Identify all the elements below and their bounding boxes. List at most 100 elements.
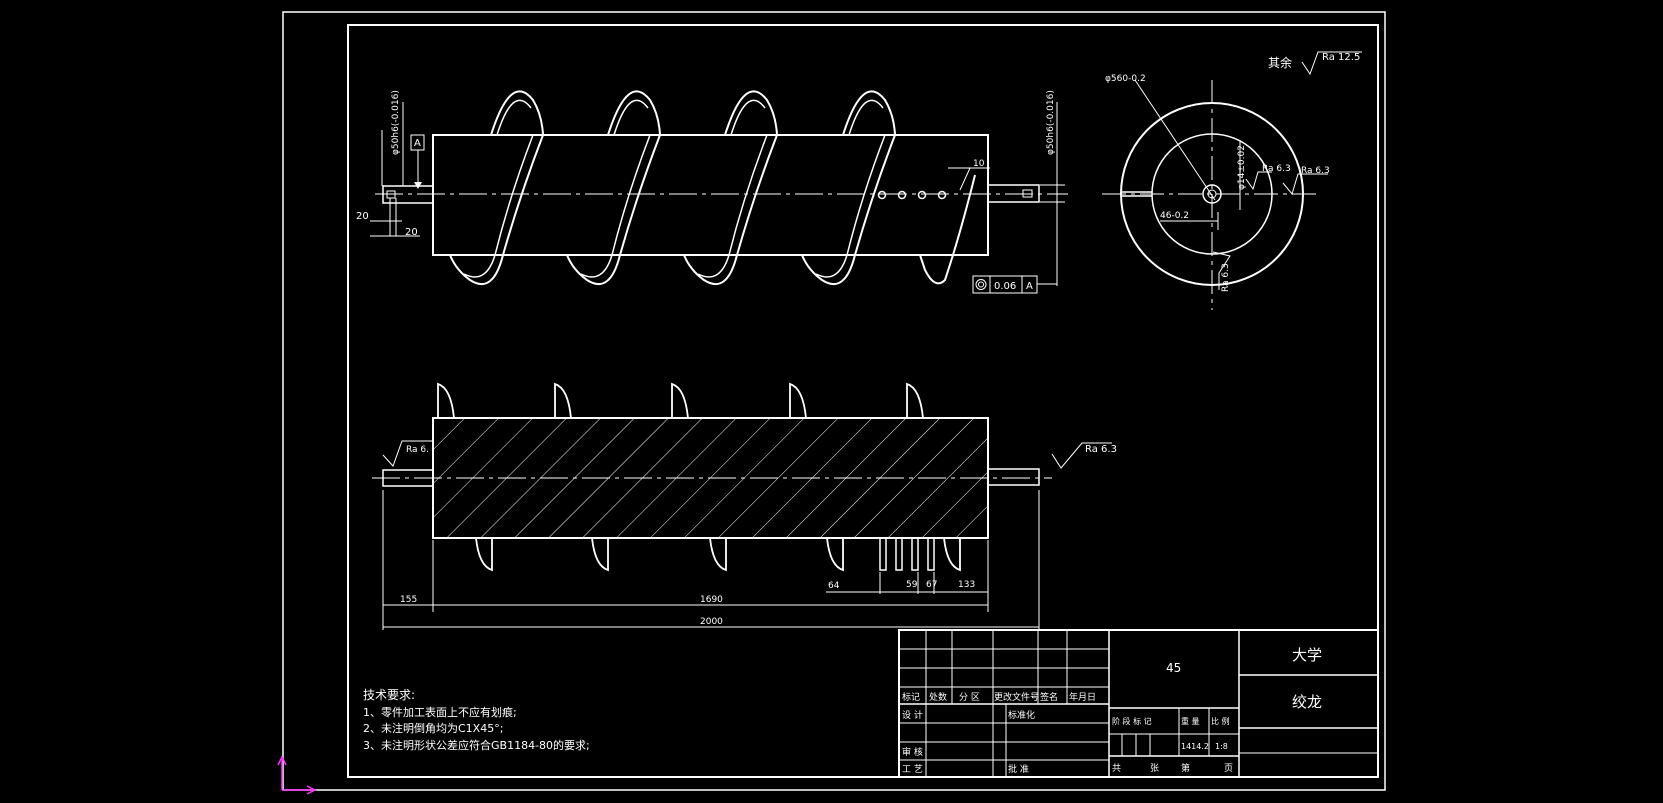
auger-section-view[interactable]: Ra 6. Ra 6.3 64 59 67 133 155 1690 2000 — [372, 382, 1117, 630]
dim-2000: 2000 — [700, 617, 723, 627]
rev-header: 签名 — [1040, 691, 1058, 703]
section-flight — [554, 382, 572, 419]
bore-finish-symbol — [1245, 171, 1272, 191]
drum-holes — [877, 190, 947, 200]
flight-curve — [607, 90, 661, 136]
process-label: 工 艺 — [902, 764, 923, 775]
end-keyway-width: φ14±0.02 — [1237, 145, 1247, 190]
rev-header: 年月日 — [1069, 691, 1096, 703]
hole — [877, 190, 887, 200]
datum-triangle — [414, 182, 422, 189]
tech-req-title: 技术要求: — [363, 688, 415, 702]
left-dim-20a: 20 — [356, 211, 369, 222]
rev-header: 更改文件号 — [994, 691, 1039, 703]
flight-curve — [494, 134, 534, 256]
hole — [897, 190, 907, 200]
section-left-finish-symbol — [382, 440, 432, 467]
weight-value: 1414.2 — [1181, 742, 1209, 751]
auger-end-view[interactable]: φ560-0.2 φ14±0.02 46-0.2 Ra 6.3 Ra 6.3 R… — [1102, 51, 1362, 310]
section-flight-profiles — [437, 382, 961, 572]
part-name: 绞龙 — [1292, 693, 1322, 711]
dim-67: 67 — [926, 580, 937, 590]
flight-curve — [502, 134, 544, 256]
section-flight — [826, 537, 844, 572]
right-shaft-dia-label: φ50h6(-0.016) — [1046, 90, 1056, 155]
section-flight — [906, 382, 924, 419]
runout-icon — [975, 279, 987, 290]
left-datum-label: A — [414, 138, 421, 149]
tech-req-item: 3、未注明形状公差应符合GB1184-80的要求; — [363, 738, 590, 752]
left-dim-20b: 20 — [405, 227, 418, 238]
section-left-finish-value: Ra 6. — [406, 445, 429, 455]
weight-header: 重 量 — [1181, 716, 1200, 726]
flight-curve — [683, 254, 738, 286]
flight-curve — [449, 254, 504, 286]
flight-curve — [611, 134, 651, 256]
flight-outer-circle — [1120, 102, 1304, 286]
flight-curve — [566, 254, 621, 286]
section-body — [432, 417, 989, 539]
right-shaft — [987, 184, 1040, 203]
dim-1690: 1690 — [700, 595, 723, 605]
flight-curve — [854, 134, 896, 256]
section-right-finish-value: Ra 6.3 — [1085, 444, 1117, 455]
technical-requirements: 技术要求: 1、零件加工表面上不应有划痕; 2、未注明倒角均为C1X45°; 3… — [363, 688, 590, 752]
inner-frame — [347, 24, 1379, 778]
section-slots — [879, 537, 935, 571]
rev-header: 标记 — [902, 691, 920, 703]
remaining-finish-label: 其余 — [1268, 55, 1292, 70]
scale-header: 比 例 — [1211, 716, 1230, 726]
right-dim-10: 10 — [973, 159, 985, 169]
hole — [917, 190, 927, 200]
left-shaft-dia-label: φ50h6(-0.016) — [391, 90, 401, 155]
scale-value: 1:8 — [1215, 742, 1228, 751]
dim-133: 133 — [958, 580, 975, 590]
flight-curve — [801, 254, 856, 286]
flight-curve — [496, 99, 532, 136]
design-label: 设 计 — [902, 709, 923, 721]
left-shaft — [382, 185, 434, 204]
drum-circle — [1151, 133, 1273, 255]
stage-header: 阶 段 标 记 — [1112, 716, 1152, 726]
flight-curve — [842, 90, 896, 136]
section-flight — [437, 382, 455, 419]
tech-req-item: 2、未注明倒角均为C1X45°; — [363, 721, 503, 735]
flight-curve — [580, 254, 613, 278]
sheet-total-label: 共 — [1112, 763, 1121, 774]
keyway-finish-symbol — [1282, 173, 1328, 196]
auger-front-view[interactable]: φ50h6(-0.016) A 20 20 φ50h6(-0.016) 10 0… — [356, 90, 1068, 294]
dia-leader — [1134, 79, 1216, 201]
flight-curve — [736, 134, 778, 256]
flight-curve — [815, 254, 848, 278]
flight-curve — [919, 174, 976, 285]
rev-header: 分 区 — [959, 692, 980, 703]
face-finish-symbol — [1212, 251, 1231, 290]
hole — [937, 190, 947, 200]
approve-label: 批 准 — [1008, 763, 1029, 775]
section-right-finish-symbol — [1051, 442, 1112, 469]
face-finish-value: Ra 6.3 — [1221, 263, 1231, 292]
title-block: 标记 处数 分 区 更改文件号 签名 年月日 设 计 标准化 审 核 工 艺 批… — [898, 629, 1379, 778]
flight-curve — [619, 134, 661, 256]
section-flight — [591, 537, 609, 572]
material-value: 45 — [1166, 661, 1181, 675]
remaining-finish-value: Ra 12.5 — [1322, 52, 1360, 63]
runout-value: 0.06 — [994, 281, 1016, 292]
standardize-label: 标准化 — [1008, 709, 1035, 721]
section-flight — [789, 382, 807, 419]
dim-leader — [959, 167, 971, 191]
section-flight — [709, 537, 727, 572]
section-dimensions: 64 59 67 133 155 1690 2000 — [382, 490, 1040, 630]
flight-curve — [697, 254, 730, 278]
flight-curve — [724, 90, 778, 136]
page-label: 页 — [1224, 763, 1233, 774]
section-flight — [671, 382, 689, 419]
tech-req-item: 1、零件加工表面上不应有划痕; — [363, 705, 517, 719]
end-outer-dia: φ560-0.2 — [1105, 74, 1146, 84]
flight-curve — [846, 134, 886, 256]
bore-finish-value: Ra 6.3 — [1262, 164, 1291, 174]
ucs-icon — [277, 755, 317, 795]
flight-curve — [613, 99, 649, 136]
sheet-label: 张 — [1150, 763, 1159, 774]
